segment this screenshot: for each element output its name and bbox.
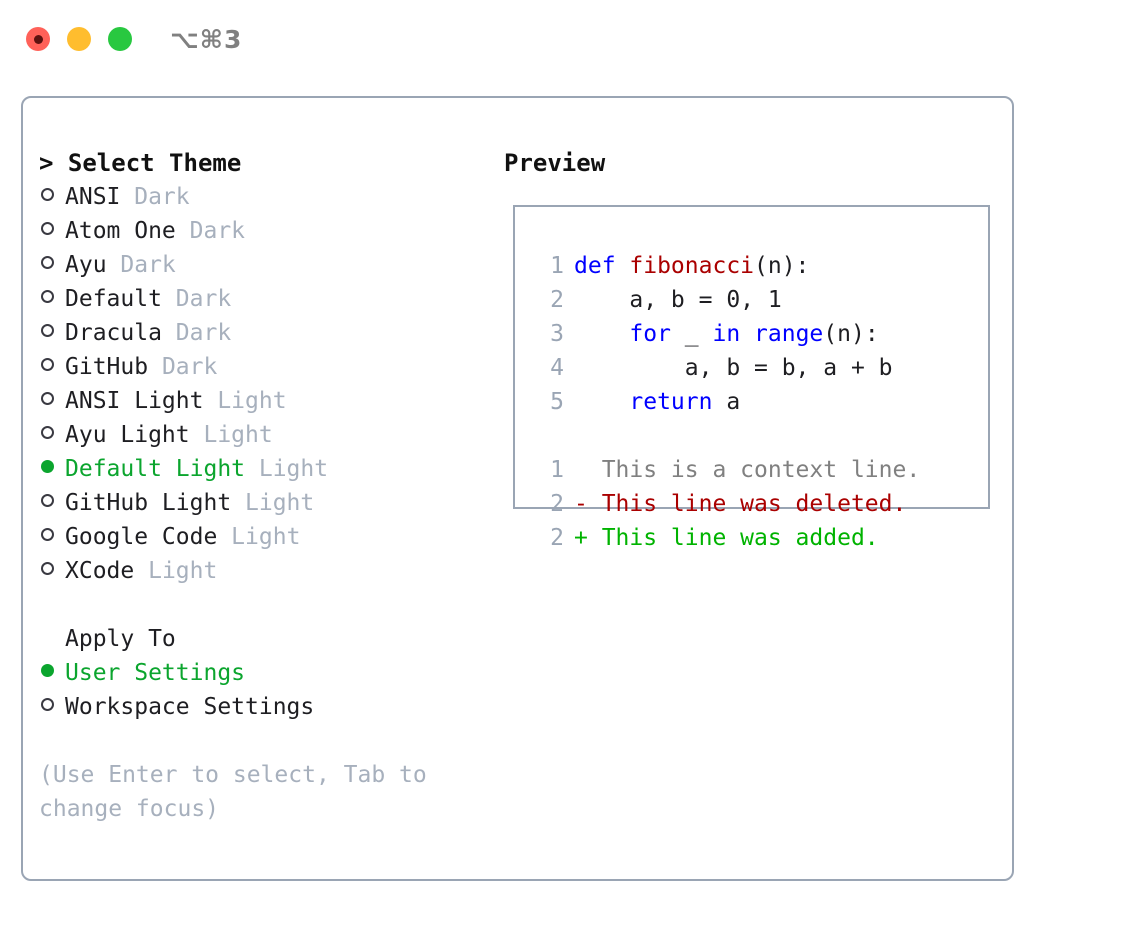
code-token-kw: def [574, 253, 630, 279]
code-line: 1 def fibonacci(n): [515, 249, 988, 283]
select-theme-heading: > Select Theme [39, 149, 242, 177]
code-token-plain [574, 385, 629, 419]
code-token-plain: (n): [754, 253, 810, 279]
option-variant-tag: Dark [148, 354, 218, 380]
line-number: 1 [550, 253, 564, 279]
option-label: User Settings [65, 660, 246, 686]
option-variant-tag: Light [217, 524, 301, 550]
code-token-kw: for [629, 321, 671, 347]
option-variant-tag: Light [245, 456, 329, 482]
theme-option-dracula[interactable]: Dracula Dark [39, 316, 491, 350]
code-diff-gap [515, 419, 988, 453]
line-number: 2 [550, 525, 564, 551]
keyboard-shortcut-label: ⌥⌘3 [170, 24, 243, 54]
theme-option-google-code[interactable]: Google Code Light [39, 520, 491, 554]
code-token-kw: in [712, 321, 741, 347]
option-label: XCode [65, 558, 135, 584]
theme-option-xcode[interactable]: XCode Light [39, 554, 491, 588]
apply-option-workspace-settings[interactable]: Workspace Settings [39, 690, 491, 724]
code-token-plain: (n): [823, 321, 879, 347]
option-label: ANSI Light [65, 388, 204, 414]
code-token-plain: _ [670, 321, 713, 347]
theme-option-ayu-light[interactable]: Ayu Light Light [39, 418, 491, 452]
option-label: Ayu Light [65, 422, 190, 448]
preview-heading: Preview [504, 149, 606, 177]
theme-option-ayu[interactable]: Ayu Dark [39, 248, 491, 282]
diff-text: This is a context line. [574, 457, 921, 483]
maximize-button[interactable] [108, 27, 132, 51]
code-token-plain: a [712, 389, 741, 415]
code-line: 2 a, b = 0, 1 [515, 283, 988, 317]
option-label: GitHub [65, 354, 149, 380]
option-label: Workspace Settings [65, 694, 315, 720]
option-variant-tag: Light [189, 422, 273, 448]
option-label: Atom One [65, 218, 176, 244]
diff-text: + This line was added. [574, 525, 879, 551]
option-label: Google Code [65, 524, 218, 550]
code-token-plain: a, b = 0, 1 [574, 287, 782, 313]
option-variant-tag: Dark [106, 252, 176, 278]
code-line: 4 a, b = b, a + b [515, 351, 988, 385]
option-label: Default [65, 286, 162, 312]
code-token-kw: return [629, 389, 713, 415]
close-button[interactable] [26, 27, 50, 51]
minimize-button[interactable] [67, 27, 91, 51]
apply-to-heading: Apply To [65, 626, 176, 652]
diff-sample: 1 This is a context line. 2 - This line wa… [515, 453, 988, 555]
option-label: GitHub Light [65, 490, 232, 516]
option-label: Default Light [65, 456, 246, 482]
diff-line-add: 2 + This line was added. [515, 521, 988, 555]
option-variant-tag: Light [203, 388, 287, 414]
option-variant-tag: Dark [120, 184, 190, 210]
line-number: 1 [550, 457, 564, 483]
line-number: 2 [550, 491, 564, 517]
code-token-plain [740, 317, 754, 351]
diff-line-ctx: 1 This is a context line. [515, 453, 988, 487]
window-titlebar: ⌥⌘3 [0, 0, 1140, 78]
apply-option-user-settings[interactable]: User Settings [39, 656, 491, 690]
diff-text: - This line was deleted. [574, 491, 907, 517]
list-spacer [39, 588, 491, 622]
theme-option-github[interactable]: GitHub Dark [39, 350, 491, 384]
line-number: 3 [550, 321, 564, 347]
option-label: Dracula [65, 320, 162, 346]
traffic-lights [26, 27, 132, 51]
line-number: 5 [550, 389, 564, 415]
line-number: 4 [550, 355, 564, 381]
line-number: 2 [550, 287, 564, 313]
code-token-plain: a, b = b, a + b [574, 355, 893, 381]
theme-option-github-light[interactable]: GitHub Light Light [39, 486, 491, 520]
option-label: Ayu [65, 252, 107, 278]
code-token-plain [574, 317, 629, 351]
option-variant-tag: Light [231, 490, 315, 516]
option-label: ANSI [65, 184, 121, 210]
option-variant-tag: Dark [175, 218, 246, 244]
code-line: 5 return a [515, 385, 988, 419]
code-line: 3 for _ in range(n): [515, 317, 988, 351]
code-token-fn: fibonacci [629, 253, 755, 279]
option-variant-tag: Dark [161, 320, 232, 346]
theme-option-default-light[interactable]: Default Light Light [39, 452, 491, 486]
diff-line-del: 2 - This line was deleted. [515, 487, 988, 521]
option-variant-tag: Light [134, 558, 218, 584]
keyboard-hint-text: (Use Enter to select, Tab to change focu… [39, 762, 427, 822]
theme-option-atom-one[interactable]: Atom One Dark [39, 214, 491, 248]
theme-option-ansi-light[interactable]: ANSI Light Light [39, 384, 491, 418]
theme-option-default[interactable]: Default Dark [39, 282, 491, 316]
option-variant-tag: Dark [161, 286, 232, 312]
theme-option-ansi[interactable]: ANSI Dark [39, 180, 491, 214]
code-token-kw: range [754, 321, 824, 347]
